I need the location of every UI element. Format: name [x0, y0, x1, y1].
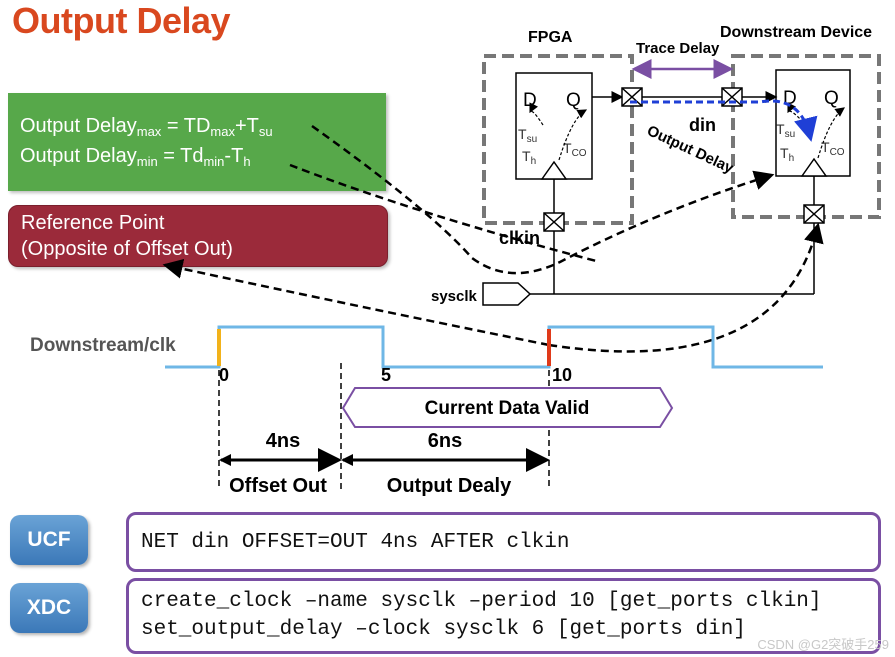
- data-valid-label: Current Data Valid: [425, 398, 590, 419]
- xdc-tag: XDC: [10, 583, 88, 633]
- offset-value: 4ns: [266, 430, 300, 452]
- tick-5: 5: [381, 365, 391, 385]
- trace-delay-label: Trace Delay: [636, 40, 720, 57]
- downstream-label: Downstream Device: [720, 24, 872, 41]
- ucf-tag: UCF: [10, 515, 88, 565]
- reference-point-box: Reference Point (Opposite of Offset Out): [8, 205, 388, 267]
- fpga-tsu: Tsu: [518, 126, 537, 145]
- downstream-tsu: Tsu: [776, 121, 795, 140]
- ucf-code-box: NET din OFFSET=OUT 4ns AFTER clkin: [126, 512, 881, 572]
- clkin-label: clkin: [499, 228, 540, 248]
- ucf-code-line: NET din OFFSET=OUT 4ns AFTER clkin: [141, 531, 570, 554]
- tick-10: 10: [552, 365, 572, 385]
- sysclk-label: sysclk: [431, 288, 478, 305]
- watermark: CSDN @G2突破手259: [757, 637, 889, 652]
- output-delay-path: [630, 99, 818, 142]
- xdc-code-line-1: create_clock –name sysclk –period 10 [ge…: [141, 590, 822, 613]
- reference-title: Reference Point: [21, 212, 165, 234]
- fpga-tco: TCO: [563, 140, 587, 159]
- downstream-th: Th: [780, 145, 794, 164]
- xdc-code-box: create_clock –name sysclk –period 10 [ge…: [126, 578, 881, 654]
- fpga-q-pin: Q: [566, 90, 581, 111]
- data-valid-window: [341, 387, 674, 428]
- fpga-label: FPGA: [528, 29, 573, 46]
- formula-box: Output Delaymax = TDmax+Tsu Output Delay…: [8, 93, 386, 191]
- downstream-q-pin: Q: [824, 88, 839, 109]
- fpga-d-pin: D: [523, 90, 537, 111]
- fpga-th: Th: [522, 148, 536, 167]
- formula-max: Output Delaymax = TDmax+Tsu: [20, 115, 273, 139]
- sysclk-port-icon: [482, 282, 532, 306]
- page-title: Output Delay: [12, 0, 231, 41]
- downstream-tco: TCO: [821, 139, 845, 158]
- clock-wave-label: Downstream/clk: [30, 335, 176, 356]
- din-label: din: [689, 115, 716, 135]
- offset-out-label: Offset Out: [229, 475, 327, 497]
- formula-min: Output Delaymin = Tdmin-Th: [20, 145, 251, 169]
- reference-subtitle: (Opposite of Offset Out): [21, 238, 233, 260]
- xdc-code-line-2: set_output_delay –clock sysclk 6 [get_po…: [141, 618, 746, 641]
- output-value: 6ns: [428, 430, 462, 452]
- output-dealy-label: Output Dealy: [387, 475, 512, 497]
- tick-0: 0: [219, 365, 229, 385]
